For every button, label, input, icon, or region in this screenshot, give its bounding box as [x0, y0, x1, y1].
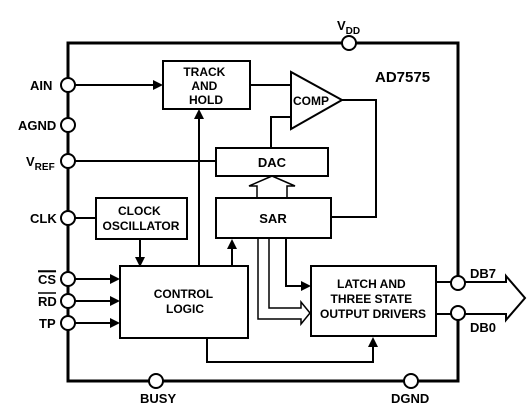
rd-label: RD — [38, 294, 57, 309]
arrow-osc-ctrl — [135, 257, 145, 267]
wire-sar-latch — [285, 238, 303, 287]
arrow-rd — [110, 296, 120, 306]
track-hold-block — [162, 60, 251, 110]
part-number: AD7575 — [375, 69, 430, 86]
arrow-tp — [110, 318, 120, 328]
db7-pin[interactable] — [450, 275, 466, 291]
latch-drivers-block — [310, 265, 437, 337]
agnd-pin[interactable] — [60, 117, 76, 133]
rd-pin[interactable] — [60, 293, 76, 309]
arrow-ain — [153, 80, 163, 90]
bus-output — [435, 273, 527, 323]
arrow-cs — [110, 274, 120, 284]
arrow-ctrl-sar — [227, 239, 237, 249]
sar-block — [215, 197, 332, 239]
busy-label: BUSY — [140, 391, 176, 406]
control-logic-label: CONTROL LOGIC — [154, 287, 216, 316]
arrow-ctrl-latch — [368, 337, 378, 347]
vdd-label: VDD — [337, 18, 360, 37]
comparator-block — [290, 70, 345, 131]
track-hold-label: TRACK AND HOLD — [183, 65, 228, 107]
control-logic-block — [119, 265, 249, 339]
dgnd-pin[interactable] — [403, 373, 419, 389]
latch-drivers-label: LATCH AND THREE STATE OUTPUT DRIVERS — [320, 277, 426, 321]
agnd-label: AGND — [18, 118, 56, 133]
dac-block — [215, 147, 329, 177]
busy-pin[interactable] — [148, 373, 164, 389]
wire-ctrl-latch — [206, 338, 374, 363]
vdd-pin[interactable] — [341, 35, 357, 51]
db0-label: DB0 — [470, 320, 496, 335]
vref-label: VREF — [26, 154, 55, 173]
tp-label: TP — [39, 316, 56, 331]
dac-label: DAC — [258, 155, 287, 170]
arrow-sar-latch — [301, 281, 311, 291]
ain-pin[interactable] — [60, 77, 76, 93]
clock-oscillator-label: CLOCK OSCILLATOR — [103, 204, 180, 233]
tp-pin[interactable] — [60, 315, 76, 331]
wire-comp-sar — [331, 99, 377, 218]
wire-dac-comp — [270, 116, 291, 148]
clk-label: CLK — [30, 211, 57, 226]
clk-pin[interactable] — [60, 210, 76, 226]
sar-label: SAR — [259, 211, 287, 226]
cs-label: CS — [38, 272, 56, 287]
bus-sar-dac — [248, 175, 296, 199]
arrow-ctrl-th — [194, 109, 204, 119]
bus-sar-latch — [257, 237, 311, 327]
db0-pin[interactable] — [450, 305, 466, 321]
cs-pin[interactable] — [60, 271, 76, 287]
vref-pin[interactable] — [60, 153, 76, 169]
ain-label: AIN — [30, 78, 52, 93]
db7-label: DB7 — [470, 266, 496, 281]
clock-oscillator-block — [95, 197, 188, 240]
dgnd-label: DGND — [391, 391, 429, 406]
comparator-label: COMP — [293, 94, 329, 108]
